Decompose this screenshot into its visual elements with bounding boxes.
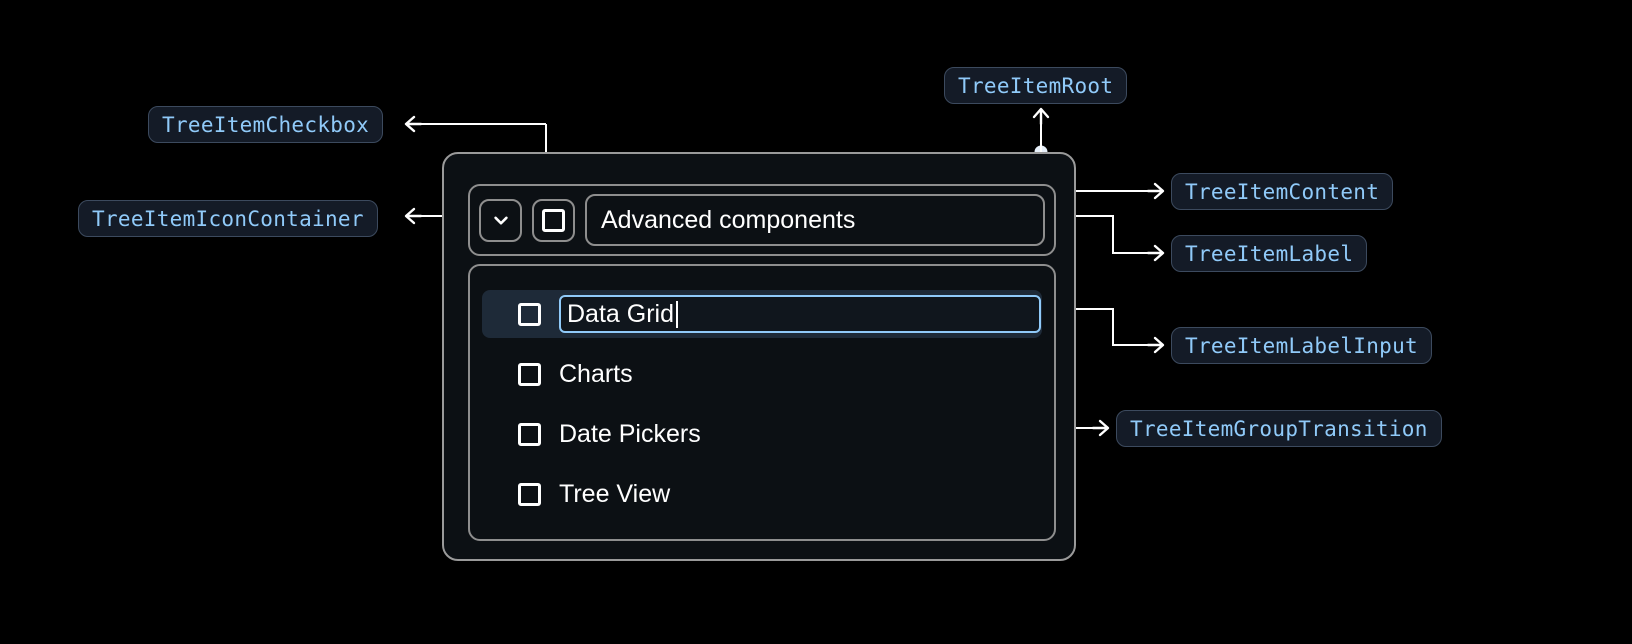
connector-line-group-transition [1053, 427, 1101, 429]
checkbox-unchecked-icon[interactable] [518, 422, 541, 446]
arrow-head-group-transition [1091, 417, 1113, 439]
connector-line-root [1040, 113, 1042, 153]
tree-item-label-input-value: Data Grid [567, 299, 674, 328]
tree-item-checkbox[interactable] [532, 198, 575, 242]
tree-item-label-text: Tree View [559, 479, 671, 508]
connector-line-label-h1 [1043, 215, 1114, 217]
checkbox-unchecked-icon [542, 208, 565, 232]
tree-item-label-text: Advanced components [601, 205, 856, 234]
arrow-head-checkbox [401, 113, 423, 135]
connector-line-label-v [1112, 215, 1114, 253]
connector-line-label-input-h2 [1112, 344, 1155, 346]
tree-item-row-tree-view[interactable]: Tree View [482, 470, 1042, 518]
arrow-head-content [1146, 180, 1168, 202]
tree-item-label-input[interactable]: Data Grid [559, 295, 1041, 333]
annotation-chip-tree-item-checkbox: TreeItemCheckbox [148, 106, 384, 143]
chevron-down-icon [488, 207, 514, 233]
annotation-chip-tree-item-content: TreeItemContent [1171, 173, 1394, 210]
connector-line-label-input-h1 [1042, 308, 1114, 310]
tree-item-icon-container[interactable] [479, 198, 522, 242]
connector-line-content [1054, 190, 1155, 192]
connector-line-checkbox-horizontal [412, 123, 546, 125]
checkbox-unchecked-icon[interactable] [518, 482, 541, 506]
checkbox-unchecked-icon[interactable] [518, 362, 541, 386]
annotation-chip-tree-item-label: TreeItemLabel [1171, 235, 1368, 272]
tree-item-row-charts[interactable]: Charts [482, 350, 1042, 398]
tree-item-label[interactable]: Advanced components [585, 194, 1045, 246]
tree-item-row-data-grid[interactable]: Data Grid [482, 290, 1042, 338]
annotation-chip-tree-item-group-transition: TreeItemGroupTransition [1116, 410, 1442, 447]
connector-line-label-h2 [1112, 252, 1155, 254]
tree-item-root[interactable]: Advanced components Data Grid Charts Dat… [442, 152, 1076, 561]
tree-item-label-text: Charts [559, 359, 633, 388]
checkbox-unchecked-icon[interactable] [518, 302, 541, 326]
annotation-chip-tree-item-root: TreeItemRoot [944, 67, 1128, 104]
arrow-head-label [1146, 242, 1168, 264]
arrow-head-label-input [1146, 334, 1168, 356]
arrow-head-root [1030, 104, 1052, 126]
arrow-head-icon-container [401, 205, 423, 227]
tree-item-row-date-pickers[interactable]: Date Pickers [482, 410, 1042, 458]
tree-item-label-text: Date Pickers [559, 419, 701, 448]
text-caret [675, 300, 678, 328]
connector-line-label-input-v [1112, 308, 1114, 345]
annotation-chip-tree-item-icon-container: TreeItemIconContainer [78, 200, 378, 237]
annotation-chip-tree-item-label-input: TreeItemLabelInput [1171, 327, 1432, 364]
tree-item-content[interactable]: Advanced components [468, 184, 1056, 256]
tree-item-group-transition: Data Grid Charts Date Pickers Tree View [468, 264, 1056, 541]
